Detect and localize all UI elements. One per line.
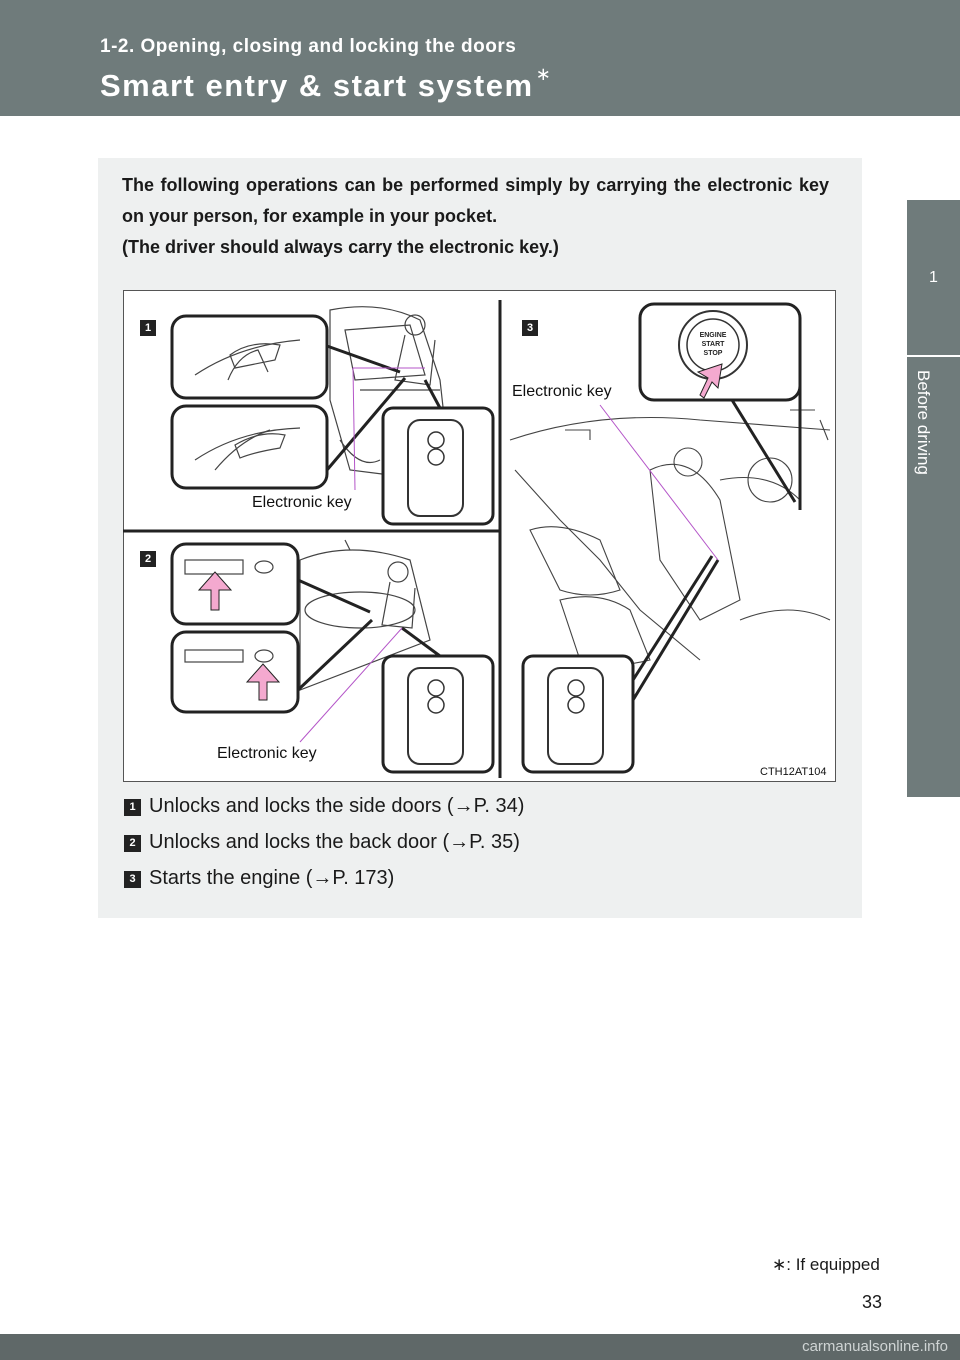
zoom-line-1b [325,377,407,471]
callout-electronic-key-3: Electronic key [512,383,612,400]
zoom-line-2b [296,618,374,692]
start-button-detail: ENGINE START STOP [638,302,802,402]
list-item: 2 Unlocks and locks the back door (→P. 35… [124,831,520,854]
zoom-line-1c [423,379,442,409]
zoom-line-2c [401,626,441,658]
list-item: 1 Unlocks and locks the side doors (→P. 3… [124,795,524,818]
section-label: 1-2. Opening, closing and locking the do… [100,36,517,57]
figure-code: CTH12AT104 [760,766,827,778]
key-fob-panel-1 [381,406,495,526]
driver-head [673,447,703,477]
page-title: Smart entry & start system∗ [100,64,552,104]
watermark[interactable]: carmanualsonline.info [0,1334,960,1360]
zoom-line-3c [631,559,720,701]
list-marker-2: 2 [124,835,141,852]
chapter-tab[interactable] [907,357,960,797]
intro-line-1: The following operations can be performe… [122,175,829,226]
page-title-text: Smart entry & start system [100,68,534,103]
callout-electronic-key-1: Electronic key [252,494,352,511]
zoom-line-3a [730,399,797,503]
engine-button-label-2: START [702,341,726,348]
back-door-switch-detail-lower [170,630,300,714]
header-band [0,0,960,116]
back-door-switch-detail-upper [170,542,300,626]
chapter-tab-number[interactable]: 1 [907,200,960,355]
car-rear-sketch [299,539,431,691]
callout-line-3 [599,404,719,561]
callout-electronic-key-2: Electronic key [217,745,317,762]
person-head [404,314,426,336]
list-item: 3 Starts the engine (→P. 173) [124,867,394,890]
callout-line-2 [299,627,403,743]
zoom-line-2a [297,578,371,614]
list-marker-3: 3 [124,871,141,888]
list-text-2: Unlocks and locks the back door (→P. 35) [149,831,520,853]
car-interior-sketch [509,409,831,666]
engine-button-label-1: ENGINE [700,332,727,339]
page-number: 33 [862,1292,883,1312]
equipped-mark: ∗ [535,64,553,84]
figure-marker-2: 2 [140,551,156,567]
key-fob-panel-3 [521,654,635,774]
key-fob-panel-2 [381,654,495,774]
person-head-2 [387,561,409,583]
footnote: ∗: If equipped [772,1255,880,1274]
engine-button-label-3: STOP [704,350,723,357]
intro-line-2: (The driver should always carry the elec… [122,237,559,257]
list-marker-1: 1 [124,799,141,816]
intro-text: The following operations can be performe… [122,170,829,263]
door-handle-detail-lower [170,404,329,490]
list-text-3: Starts the engine (→P. 173) [149,867,395,889]
callout-line-1 [352,367,356,491]
list-text-1: Unlocks and locks the side doors (→P. 34… [149,795,525,817]
door-handle-detail-upper [170,314,329,400]
figure-marker-3: 3 [522,320,538,336]
figure-marker-1: 1 [140,320,156,336]
